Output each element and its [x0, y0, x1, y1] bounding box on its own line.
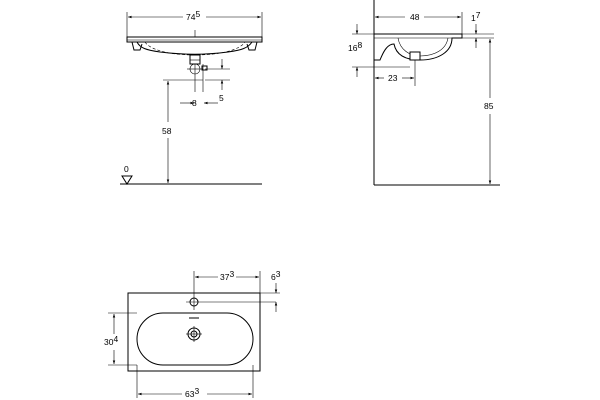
front-drop-label: 5	[219, 93, 224, 103]
front-basin-rim	[126, 36, 263, 43]
top-tap-side-label: 373	[220, 269, 234, 282]
side-height-label: 85	[484, 101, 494, 111]
front-view: 745 8 5 58	[120, 9, 263, 185]
top-view: 373 63 304 633	[104, 269, 281, 399]
top-tap-back-label: 63	[271, 269, 281, 282]
side-depth-label: 48	[410, 12, 420, 22]
side-view: 48 17 168 23 85	[348, 0, 500, 186]
side-bowl-inner	[397, 37, 449, 57]
side-bowl-label: 168	[348, 40, 362, 53]
floor-datum-icon	[121, 175, 133, 185]
front-bracket-right	[246, 41, 258, 51]
floor-datum-label: 0	[124, 164, 129, 174]
front-outlet	[189, 54, 201, 65]
side-rim-label: 17	[471, 10, 481, 23]
top-bowl-width-label: 304	[104, 334, 118, 347]
front-bracket-left	[131, 41, 143, 51]
front-basin-body	[136, 41, 253, 55]
top-bowl-outline	[136, 312, 254, 366]
front-height-label: 58	[162, 126, 172, 136]
side-outlet-label: 23	[388, 73, 398, 83]
front-overflow	[201, 65, 208, 71]
front-width-label: 745	[186, 9, 200, 22]
top-bowl-length-label: 633	[185, 386, 199, 399]
side-basin-profile	[374, 33, 463, 61]
side-outlet	[409, 51, 421, 61]
front-bowl-hidden	[144, 41, 246, 56]
front-offset-label: 8	[192, 98, 197, 108]
